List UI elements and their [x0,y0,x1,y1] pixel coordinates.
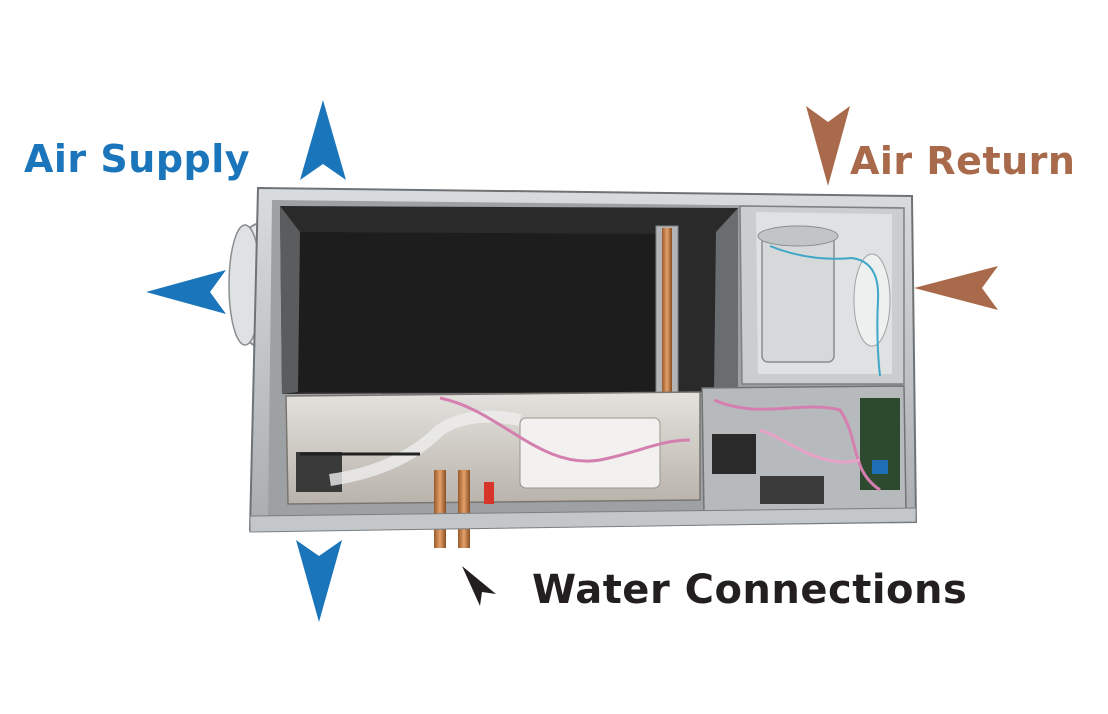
bottom-rail [249,507,917,533]
fan-compartment [739,205,905,385]
water-tank [285,391,701,505]
water-pointer-arrow-icon [462,566,496,606]
water-connections-label: Water Connections [532,567,968,613]
air-return-label: Air Return [850,139,1076,183]
supply-arrow-down-icon [296,540,342,622]
return-arrow-down-icon [806,106,850,186]
return-arrow-left-icon [914,266,998,310]
air-supply-label: Air Supply [24,137,251,181]
supply-arrow-up-icon [300,100,346,180]
main-compartment [280,206,738,394]
control-compartment [701,385,907,515]
supply-arrow-left-icon [146,270,226,314]
